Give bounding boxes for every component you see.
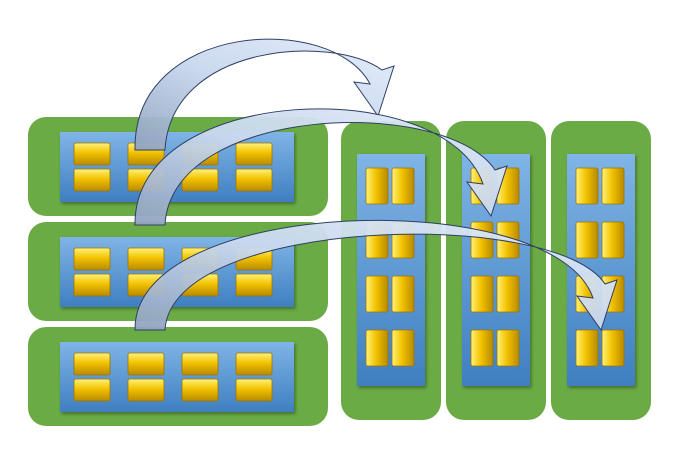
column-group-1 (341, 121, 441, 420)
gold-cell (496, 329, 520, 367)
gold-cell (127, 352, 165, 376)
gold-cell (73, 352, 111, 376)
gold-cell (127, 247, 165, 271)
gold-cell (73, 142, 111, 166)
gold-cell (127, 378, 165, 402)
gold-cell (601, 167, 625, 205)
gold-cell (73, 273, 111, 297)
gold-cell (235, 378, 273, 402)
gold-cell (365, 167, 389, 205)
blue-tray (60, 342, 294, 412)
gold-cell (470, 275, 494, 313)
gold-cell (575, 329, 599, 367)
gold-cell (73, 247, 111, 271)
gold-cell (235, 142, 273, 166)
gold-cell (470, 221, 494, 259)
gold-cell (73, 168, 111, 192)
gold-cell (575, 167, 599, 205)
gold-cell (235, 273, 273, 297)
column-group-3 (551, 121, 651, 420)
gold-cell (391, 275, 415, 313)
gold-cell (601, 221, 625, 259)
gold-cell (365, 275, 389, 313)
gold-cell (391, 167, 415, 205)
column-group-2 (446, 121, 546, 420)
gold-cell (391, 329, 415, 367)
gold-cell (181, 352, 219, 376)
gold-cell (181, 378, 219, 402)
gold-cell (73, 378, 111, 402)
gold-cell (235, 352, 273, 376)
curved-arrow-3 (134, 219, 618, 332)
curved-arrow-2 (134, 108, 508, 226)
row-group-3 (28, 327, 328, 426)
curved-arrow-1 (134, 38, 395, 151)
gold-cell (235, 168, 273, 192)
gold-cell (496, 275, 520, 313)
gold-cell (575, 221, 599, 259)
gold-cell (365, 329, 389, 367)
gold-cell (601, 329, 625, 367)
gold-cell (470, 329, 494, 367)
